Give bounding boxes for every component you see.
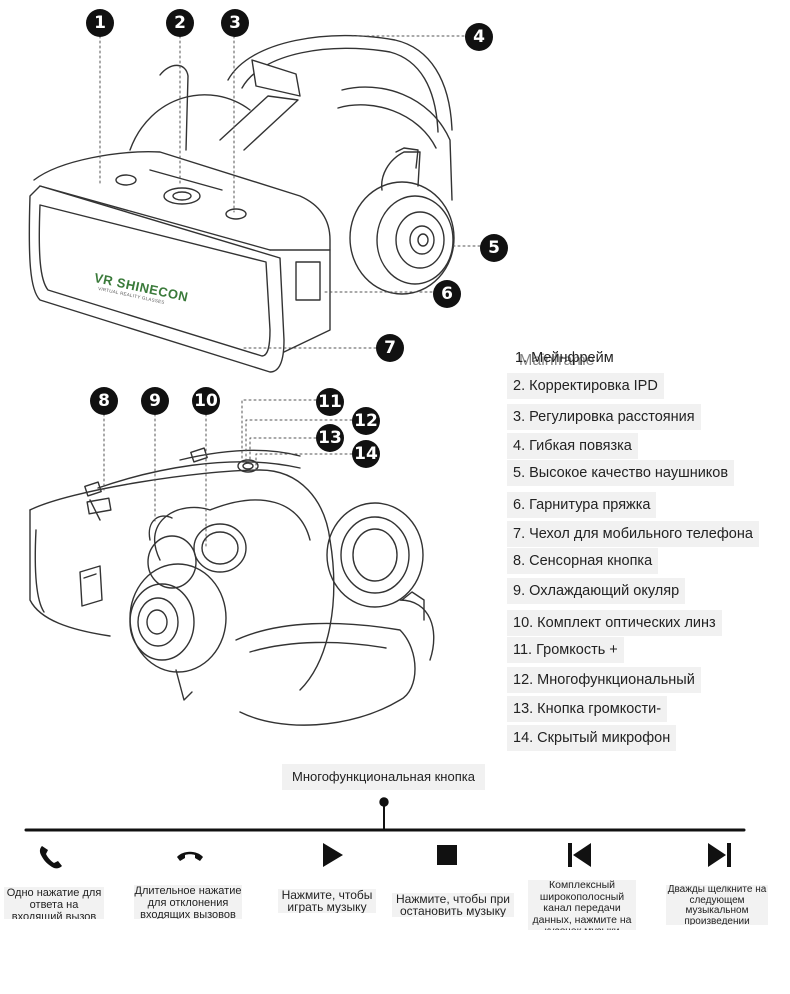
callout-badge-2: 2 <box>166 9 194 37</box>
callout-badge-5: 5 <box>480 234 508 262</box>
front-view-drawing <box>28 34 455 373</box>
callout-leader-lines <box>99 35 481 547</box>
control-label-reject: Длительное нажатие для отклонения входящ… <box>134 885 242 919</box>
legend-item-12: 12. Многофункциональный <box>507 667 701 693</box>
control-label-play: Нажмите, чтобы играть музыку <box>278 889 376 913</box>
legend-item-4: 4. Гибкая повязка <box>507 433 638 459</box>
callout-badge-3: 3 <box>221 9 249 37</box>
legend-item-9: 9. Охлаждающий окуляр <box>507 578 686 604</box>
legend-item-5: 5. Высокое качество наушников <box>507 460 735 486</box>
legend-item-8: 8. Сенсорная кнопка <box>507 548 659 574</box>
play-icon <box>323 843 343 867</box>
control-label-previous: Комплексный широкополосный канал передач… <box>528 880 636 930</box>
callout-badge-7: 7 <box>376 334 404 362</box>
legend-item-7: 7. Чехол для мобильного телефона <box>507 521 759 547</box>
callout-badge-11: 11 <box>316 388 344 416</box>
legend-item-13: 13. Кнопка громкости- <box>507 696 668 722</box>
control-label-stop: Нажмите, чтобы при остановить музыку <box>392 893 514 917</box>
legend-item-14: 14. Скрытый микрофон <box>507 725 677 751</box>
back-view-drawing <box>29 447 435 726</box>
phone-hangup-icon <box>177 851 203 861</box>
legend-item-3: 3. Регулировка расстояния <box>507 404 701 430</box>
callout-badge-1: 1 <box>86 9 114 37</box>
next-track-icon <box>708 843 731 867</box>
legend-item-2: 2. Корректировка IPD <box>507 373 664 399</box>
control-timeline <box>24 797 746 832</box>
callout-badge-12: 12 <box>352 407 380 435</box>
phone-answer-icon <box>39 846 62 869</box>
stop-icon <box>437 845 457 865</box>
callout-badge-13: 13 <box>316 424 344 452</box>
previous-track-icon <box>568 843 591 867</box>
legend-item-1-overlay: Mainframe <box>519 352 595 369</box>
callout-badge-14: 14 <box>352 440 380 468</box>
callout-badge-10: 10 <box>192 387 220 415</box>
control-label-answer: Одно нажатие для ответа на входящий вызо… <box>4 887 104 919</box>
callout-badge-6: 6 <box>433 280 461 308</box>
legend-item-11: 11. Громкость + <box>507 637 624 663</box>
legend-item-1-label: 1. Мейнфрейм <box>515 350 614 366</box>
control-label-next: Дважды щелкните на следующем музыкальном… <box>666 885 768 925</box>
callout-badge-4: 4 <box>465 23 493 51</box>
callout-badge-8: 8 <box>90 387 118 415</box>
legend-item-1: Mainframe 1. Мейнфрейм <box>507 346 659 372</box>
callout-badge-9: 9 <box>141 387 169 415</box>
legend-item-10: 10. Комплект оптических линз <box>507 610 722 636</box>
legend-item-6: 6. Гарнитура пряжка <box>507 492 657 518</box>
multifunction-button-caption: Многофункциональная кнопка <box>282 764 485 790</box>
